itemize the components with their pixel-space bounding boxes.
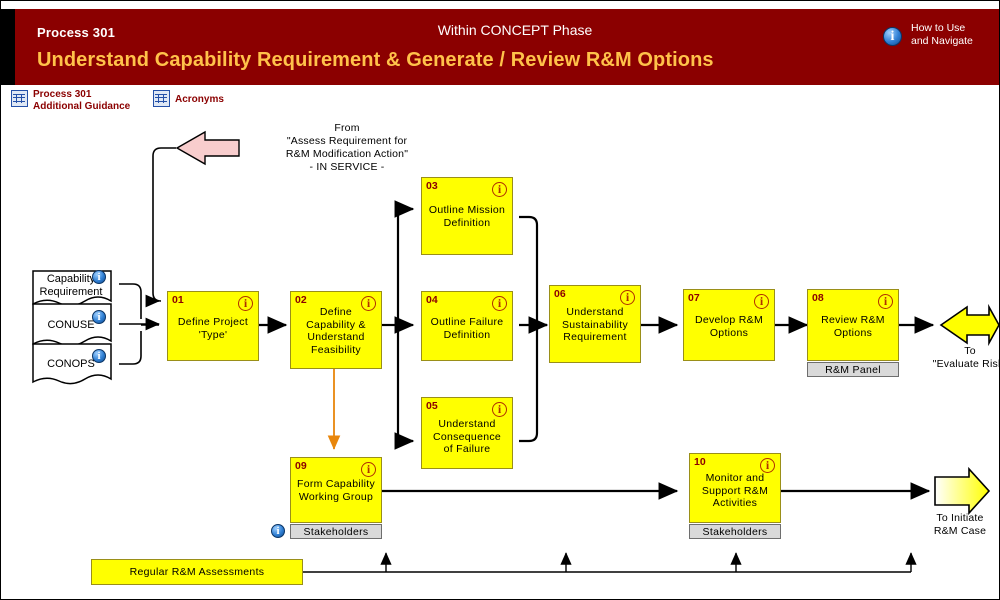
page-title: Understand Capability Requirement & Gene… [37,49,714,71]
info-icon[interactable] [492,182,507,197]
table-grid-icon[interactable] [153,90,170,107]
phase-label: Within CONCEPT Phase [437,22,593,38]
info-icon[interactable] [754,294,769,309]
info-icon[interactable] [878,294,893,309]
table-grid-icon[interactable] [11,90,28,107]
process-label: Define Project 'Type' [177,316,249,341]
output-label-evaluate-risk: To "Evaluate Risk" [932,345,1000,370]
regular-assessments-label: Regular R&M Assessments [129,566,265,578]
process-label: Form Capability Working Group [296,478,376,503]
swimlane-label-rm-panel: R&M Panel [807,362,899,377]
process-box-01[interactable]: 01 Define Project 'Type' [167,291,259,361]
process-label: Monitor and Support R&M Activities [701,472,769,509]
how-to-use-label: How to Use and Navigate [911,22,973,47]
page-header: Process 301 Within CONCEPT Phase Underst… [1,9,999,85]
info-icon[interactable] [238,296,253,311]
info-icon[interactable] [760,458,775,473]
input-doc-label-conops: CONOPS [47,358,95,370]
process-number: 03 [426,180,438,192]
process-box-04[interactable]: 04 Outline Failure Definition [421,291,513,361]
process-number: 08 [812,292,824,304]
process-number: 10 [694,456,706,468]
input-doc-label-conuse: CONUSE [47,319,95,331]
output-arrow-evaluate-risk [939,303,999,347]
process-box-10[interactable]: 10 Monitor and Support R&M Activities [689,453,781,523]
info-icon[interactable] [883,27,902,46]
process-box-07[interactable]: 07 Develop R&M Options [683,289,775,361]
process-label: Review R&M Options [821,314,885,339]
inbound-source-label: From "Assess Requirement for R&M Modific… [285,122,409,173]
info-icon[interactable] [92,310,106,324]
process-label: Outline Failure Definition [430,316,504,341]
output-arrow-initiate-rm-case [934,466,991,516]
info-icon[interactable] [620,290,635,305]
process-label: Understand Consequence of Failure [432,418,502,455]
additional-guidance-label: Process 301 Additional Guidance [33,89,131,112]
swimlane-label-stakeholders-10: Stakeholders [689,524,781,539]
info-icon[interactable] [92,349,106,363]
info-icon[interactable] [361,296,376,311]
process-number: 09 [295,460,307,472]
info-icon[interactable] [92,270,106,284]
process-number: 07 [688,292,700,304]
process-box-02[interactable]: 02 Define Capability & Understand Feasib… [290,291,382,369]
process-label: Understand Sustainability Requirement [561,306,629,343]
regular-assessments-bar[interactable]: Regular R&M Assessments [91,559,303,585]
info-icon[interactable] [492,402,507,417]
input-doc-label-capability-requirement: Capability Requirement [39,273,103,298]
process-label: Develop R&M Options [694,314,764,339]
process-label: Define Capability & Understand Feasibili… [306,306,366,356]
info-icon[interactable] [361,462,376,477]
process-number: 02 [295,294,307,306]
process-number: 05 [426,400,438,412]
process-id-label: Process 301 [37,25,116,40]
acronyms-label: Acronyms [175,94,224,105]
process-box-03[interactable]: 03 Outline Mission Definition [421,177,513,255]
process-number: 04 [426,294,438,306]
process-box-05[interactable]: 05 Understand Consequence of Failure [421,397,513,469]
how-to-use-button[interactable]: How to Use and Navigate [875,21,995,57]
info-icon[interactable] [271,524,285,538]
process-number: 06 [554,288,566,300]
process-box-09[interactable]: 09 Form Capability Working Group [290,457,382,523]
process-box-06[interactable]: 06 Understand Sustainability Requirement [549,285,641,363]
swimlane-label-stakeholders-09: Stakeholders [290,524,382,539]
info-icon[interactable] [492,296,507,311]
process-label: Outline Mission Definition [428,204,506,229]
process-box-08[interactable]: 08 Review R&M Options [807,289,899,361]
process-number: 01 [172,294,184,306]
output-label-initiate-rm-case: To Initiate R&M Case [933,512,987,537]
